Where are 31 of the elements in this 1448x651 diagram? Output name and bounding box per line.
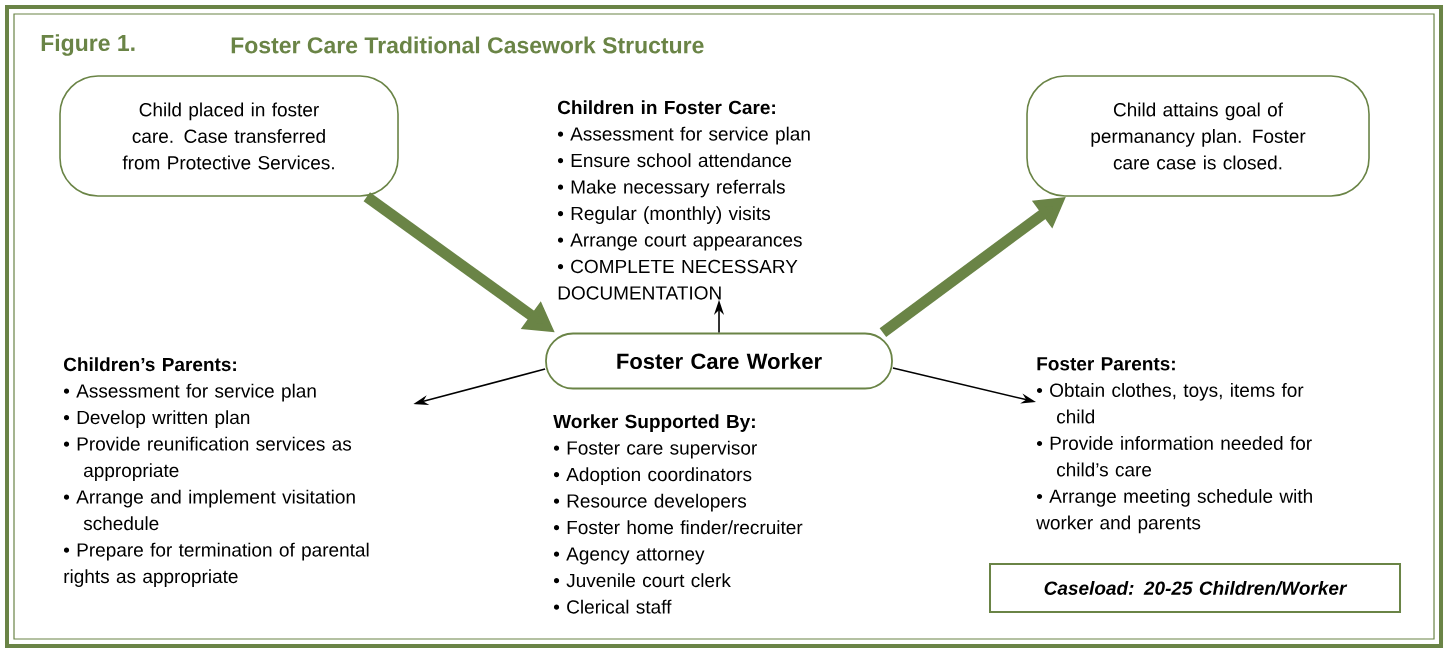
title: Foster Care Traditional Casework Structure xyxy=(231,36,704,54)
list-item: • Provide information needed for child’s care xyxy=(1036,436,1312,477)
list-item: • Foster care supervisor xyxy=(553,440,757,459)
list-item: • Assessment for service plan xyxy=(557,126,810,145)
list-item: • Make necessary referrals xyxy=(557,179,785,198)
rounded-box: Child placed in foster care. Case transferred from Protective Services. xyxy=(59,75,399,197)
rounded-box: Foster Care Worker xyxy=(545,332,893,390)
heading: Foster Parents: xyxy=(1037,357,1175,371)
list-item: • Regular (monthly) visits xyxy=(557,206,771,224)
list-item: • Obtain clothes, toys, items for child xyxy=(1036,383,1304,424)
list-item: • Arrange court appearances xyxy=(557,233,802,251)
rounded-box: Child attains goal of permanancy plan. Foster care case is closed. xyxy=(1026,75,1370,197)
list-item: • Agency attorney xyxy=(553,547,705,565)
list-item: • Juvenile court clerk xyxy=(553,573,731,588)
list-item: • Foster home finder/recruiter xyxy=(553,520,803,535)
figure-number: Figure 1. xyxy=(41,34,135,56)
list-item: • Develop written plan xyxy=(63,410,250,428)
list-item: • Clerical staff xyxy=(553,599,672,614)
heading: Children’s Parents: xyxy=(64,357,236,372)
list-item: • Ensure school attendance xyxy=(557,153,792,168)
list-item: • Prepare for termination of parental rights as appropriate xyxy=(63,542,369,587)
list-item: • Arrange and implement visitation schedule xyxy=(63,489,355,531)
heading: Worker Supported By: xyxy=(553,414,755,432)
list-item: • COMPLETE NECESSARY DOCUMENTATION xyxy=(557,259,798,300)
heading: Children in Foster Care: xyxy=(558,100,775,115)
note-box: Caseload: 20-25 Children/Worker xyxy=(989,563,1401,613)
list-item: • Adoption coordinators xyxy=(553,467,752,485)
list-item: • Resource developers xyxy=(553,493,747,512)
list-item: • Assessment for service plan xyxy=(63,383,316,402)
list-item: • Arrange meeting schedule with worker and parents xyxy=(1036,489,1312,534)
list-item: • Provide reunification services as appropriate xyxy=(63,436,352,481)
